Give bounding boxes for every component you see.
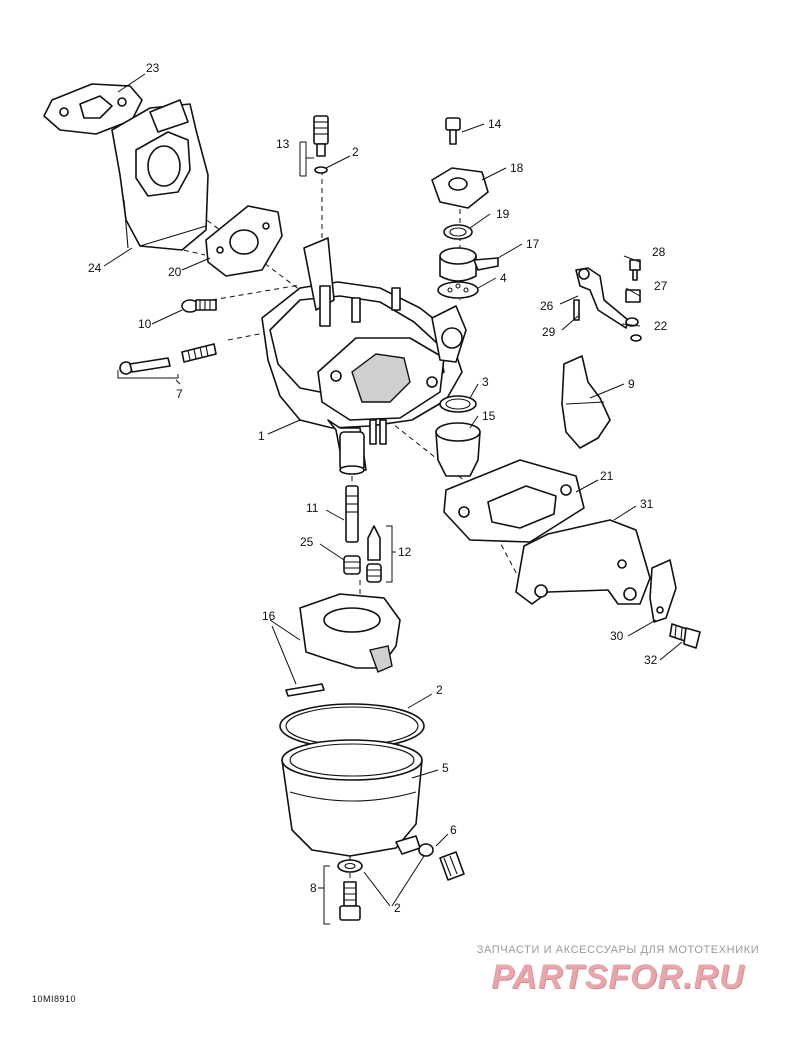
callout-18: 18 — [510, 161, 524, 175]
part-28-screw — [629, 259, 641, 281]
callout-8: 8 — [310, 881, 317, 895]
callout-21: 21 — [600, 469, 614, 483]
part-25-spring — [343, 555, 361, 575]
part-14-screw — [445, 117, 461, 145]
part-16-float-pin — [285, 683, 325, 697]
part-2-washer-drain — [418, 843, 434, 857]
callout-7: 7 — [176, 387, 183, 401]
part-2-washer-top — [314, 166, 328, 174]
callout-9: 9 — [628, 377, 635, 391]
callout-10: 10 — [138, 317, 152, 331]
part-18-plate — [431, 167, 489, 209]
callout-4: 4 — [500, 271, 507, 285]
part-4-gasket — [437, 281, 479, 299]
part-8-bowl-bolt — [339, 881, 361, 921]
figure-code: 10MI8910 — [32, 994, 77, 1004]
callout-14: 14 — [488, 117, 502, 131]
watermark-tagline: ЗАПЧАСТИ И АКСЕССУАРЫ ДЛЯ МОТОТЕХНИКИ — [476, 944, 760, 956]
callout-27: 27 — [654, 279, 668, 293]
part-22-clip — [625, 317, 642, 342]
part-13-main-jet — [313, 115, 329, 157]
callout-11: 11 — [306, 501, 319, 515]
callout-15: 15 — [482, 409, 496, 423]
callout-2: 2 — [352, 145, 359, 159]
part-30-clip — [649, 559, 677, 623]
part-3-o-ring — [439, 395, 477, 413]
part-11-emulsion-tube — [345, 485, 359, 543]
callout-2: 2 — [394, 901, 401, 915]
part-29-pin — [573, 299, 580, 321]
part-9-float — [561, 355, 611, 449]
part-20-gasket — [205, 205, 283, 277]
callout-31: 31 — [640, 497, 654, 511]
watermark-banner: ЗАПЧАСТИ И АКСЕССУАРЫ ДЛЯ МОТОТЕХНИКИ PA… — [458, 944, 778, 997]
callout-23: 23 — [146, 61, 160, 75]
part-23-gasket — [43, 83, 143, 135]
leader-lines — [103, 73, 683, 925]
part-12-needle-valve — [366, 525, 382, 583]
callout-26: 26 — [540, 299, 554, 313]
callout-13: 13 — [276, 137, 290, 151]
part-6-drain-screw — [439, 851, 465, 881]
watermark-logo: PARTSFOR.RU — [491, 958, 745, 996]
callout-30: 30 — [610, 629, 624, 643]
part-15-cap — [435, 422, 481, 477]
part-17-lever — [439, 247, 499, 282]
part-31-bracket — [515, 519, 651, 605]
part-19-clip — [443, 224, 473, 240]
part-24-bracket — [111, 99, 209, 251]
callout-6: 6 — [450, 823, 457, 837]
callout-22: 22 — [654, 319, 668, 333]
callout-5: 5 — [442, 761, 449, 775]
callout-numbers: 23 24 20 13 2 10 7 1 14 18 19 17 4 3 15 … — [88, 61, 668, 915]
callout-1: 1 — [258, 429, 265, 443]
callout-19: 19 — [496, 207, 510, 221]
part-32-bolt — [669, 623, 701, 649]
callout-17: 17 — [526, 237, 540, 251]
callout-28: 28 — [652, 245, 666, 259]
callout-20: 20 — [168, 265, 182, 279]
callout-3: 3 — [482, 375, 489, 389]
part-10-screw — [181, 299, 217, 313]
part-16-float — [299, 593, 401, 673]
callout-29: 29 — [542, 325, 556, 339]
callout-25: 25 — [300, 535, 314, 549]
callout-16: 16 — [262, 609, 276, 623]
part-26-arm — [575, 267, 629, 329]
part-7-idle-screw-assembly — [119, 343, 217, 375]
callout-2: 2 — [436, 683, 443, 697]
callout-24: 24 — [88, 261, 102, 275]
callout-32: 32 — [644, 653, 658, 667]
part-2-washer-bolt — [337, 859, 363, 873]
part-21-insulator — [443, 459, 585, 543]
part-1-carburetor-body — [261, 237, 467, 475]
part-5-float-bowl — [281, 739, 423, 857]
callout-12: 12 — [398, 545, 412, 559]
